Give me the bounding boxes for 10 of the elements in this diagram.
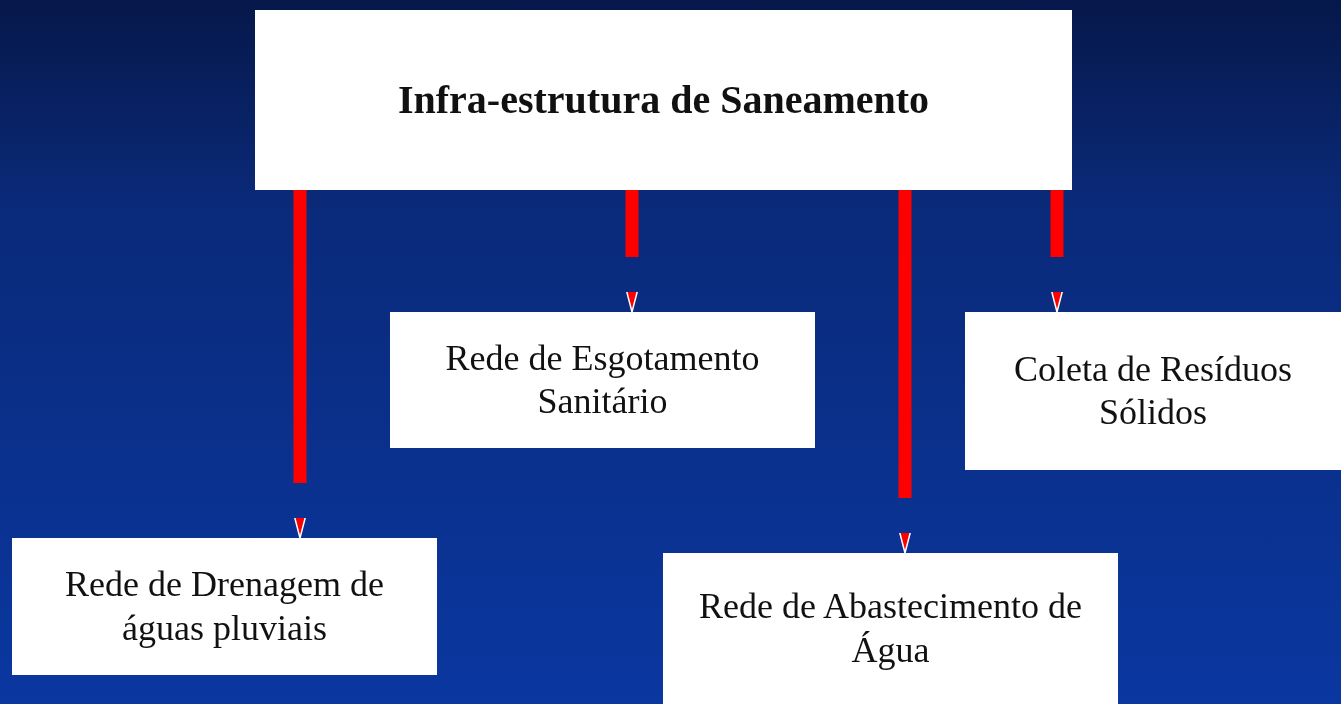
box-label: Rede de Drenagem de águas pluviais (64, 563, 385, 650)
title-text: Infra-estrutura de Saneamento (397, 76, 930, 124)
text-box (390, 312, 815, 448)
text-box (663, 553, 1118, 704)
text-box (12, 538, 437, 675)
box-label: Coleta de Resíduos Sólidos (1013, 347, 1293, 434)
text-box (255, 10, 1072, 190)
box-label: Rede de Abastecimento de Água (698, 585, 1083, 672)
box-label: Rede de Esgotamento Sanitário (444, 336, 761, 423)
text-box (965, 312, 1341, 470)
